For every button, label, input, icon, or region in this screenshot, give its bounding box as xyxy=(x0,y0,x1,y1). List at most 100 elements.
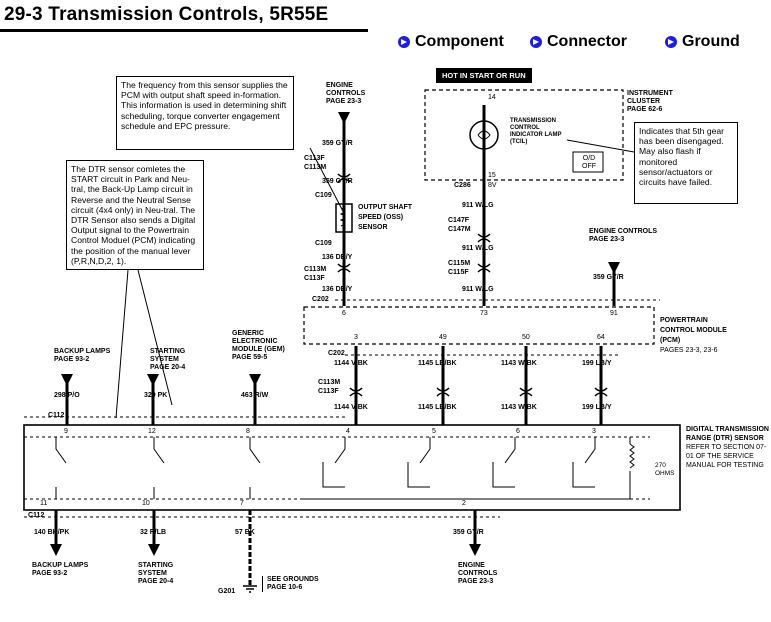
connector-c113[interactable]: C113M C113F xyxy=(304,265,326,283)
hot-label: HOT IN START OR RUN xyxy=(436,68,532,83)
circuit-label: 136 DB/Y xyxy=(322,254,353,261)
od-off-button[interactable]: O/D OFF xyxy=(582,155,596,170)
circuit-label: 199 LB/Y xyxy=(582,360,612,367)
engine-controls-bottom[interactable]: ENGINE CONTROLS PAGE 23-3 xyxy=(458,562,518,586)
legend-connector-label: Connector xyxy=(547,33,627,50)
connector-c286[interactable]: C286 xyxy=(454,182,471,189)
connector-label: C113M xyxy=(318,379,341,386)
legend-ground[interactable]: Ground xyxy=(665,33,740,51)
backup-lamps-top[interactable]: BACKUP LAMPS PAGE 93-2 xyxy=(54,348,114,364)
oss-label[interactable]: OUTPUT SHAFT SPEED (OSS) SENSOR xyxy=(358,204,413,231)
backup-lamps-bottom[interactable]: BACKUP LAMPS PAGE 93-2 xyxy=(32,562,92,578)
connector-label: C113F xyxy=(304,275,325,282)
pin-number: 9 xyxy=(64,428,68,435)
legend-component-label: Component xyxy=(415,33,504,50)
engine-controls-top[interactable]: ENGINE CONTROLS PAGE 23-3 xyxy=(326,82,386,106)
instrument-cluster[interactable]: INSTRUMENT CLUSTER PAGE 62-6 xyxy=(627,90,697,114)
pin-number: 11 xyxy=(40,500,48,507)
connector-label: C113F xyxy=(318,388,339,395)
connector-c113[interactable]: C113M C113F xyxy=(318,378,340,396)
gem[interactable]: GENERIC ELECTRONIC MODULE (GEM) PAGE 59-… xyxy=(232,330,292,362)
pin-number: 6 xyxy=(516,428,520,435)
pin-number: 3 xyxy=(592,428,596,435)
starting-system-top[interactable]: STARTING SYSTEM PAGE 20-4 xyxy=(150,348,210,372)
pin-number: 49 xyxy=(439,334,447,341)
legend-connector[interactable]: Connector xyxy=(530,33,627,51)
component-page: PAGE 20-4 xyxy=(138,578,174,585)
pcm[interactable]: POWERTRAIN CONTROL MODULE (PCM) PAGES 23… xyxy=(660,316,730,356)
connector-c112[interactable]: C112 xyxy=(28,512,45,519)
connector-c115[interactable]: C115M C115F xyxy=(448,259,470,277)
circuit-label: 1143 W/BK xyxy=(501,404,537,411)
oss-note: The frequency from this sensor supplies … xyxy=(116,76,294,150)
component-name: GENERIC ELECTRONIC MODULE (GEM) xyxy=(232,330,285,353)
see-grounds[interactable]: SEE GROUNDS PAGE 10-6 xyxy=(262,576,337,592)
component-name: STARTING SYSTEM xyxy=(138,562,174,577)
pin-number: 15 xyxy=(488,172,496,179)
pin-number: 5 xyxy=(432,428,436,435)
circuit-label: 911 W/LG xyxy=(462,286,494,293)
circuit-label: 57 BK xyxy=(235,529,255,536)
circuit-label: 359 GY/R xyxy=(322,140,353,147)
circuit-label: 911 W/LG xyxy=(462,245,494,252)
component-name: POWERTRAIN CONTROL MODULE (PCM) xyxy=(660,317,727,344)
component-page: PAGE 23-3 xyxy=(458,578,494,585)
tcil-label: TRANSMISSION CONTROL INDICATOR LAMP (TCI… xyxy=(510,118,562,145)
connector-c202[interactable]: C202 xyxy=(312,296,329,303)
component-ref: REFER TO SECTION 07-01 OF THE SERVICE MA… xyxy=(686,444,767,469)
dtr-sensor[interactable]: DIGITAL TRANSMISSION RANGE (DTR) SENSOR … xyxy=(686,425,770,470)
connector-c202[interactable]: C202 xyxy=(328,350,345,357)
component-name: ENGINE CONTROLS xyxy=(326,82,366,97)
circuit-label: 140 BK/PK xyxy=(34,529,70,536)
connector-label: C147M xyxy=(448,226,471,233)
pin-number: 50 xyxy=(522,334,530,341)
engine-controls-right[interactable]: ENGINE CONTROLS PAGE 23-3 xyxy=(589,228,659,244)
pin-number: 2 xyxy=(462,500,466,507)
resistor-label: 270 OHMS xyxy=(655,462,675,477)
pin-number: 73 xyxy=(480,310,488,317)
component-page: PAGES 23-3, 23-6 xyxy=(660,347,718,354)
pin-number: 64 xyxy=(597,334,605,341)
tcil-note: Indicates that 5th gear has been disenga… xyxy=(634,122,738,204)
component-page: PAGE 93-2 xyxy=(32,570,68,577)
ground-g201[interactable]: G201 xyxy=(218,588,236,595)
legend-ground-label: Ground xyxy=(682,33,740,50)
circuit-label: 1143 W/BK xyxy=(501,360,537,367)
circuit-label: 359 GY/R xyxy=(322,178,353,185)
connector-c147[interactable]: C147F C147M xyxy=(448,216,471,234)
component-page: PAGE 10-6 xyxy=(267,584,303,591)
title-underline xyxy=(0,29,368,32)
arrow-circle-icon xyxy=(398,36,410,48)
circuit-label: 1144 V/BK xyxy=(334,360,368,367)
connector-label: C113M xyxy=(304,266,327,273)
component-name: BACKUP LAMPS xyxy=(32,562,89,569)
pin-number: 4 xyxy=(346,428,350,435)
connector-c109[interactable]: C109 xyxy=(315,240,332,247)
connector-c109[interactable]: C109 xyxy=(315,192,332,199)
pin-number: 91 xyxy=(610,310,618,317)
pin-number: 10 xyxy=(142,500,150,507)
arrow-circle-icon xyxy=(530,36,542,48)
circuit-label: 1144 V/BK xyxy=(334,404,368,411)
circuit-label: 911 W/LG xyxy=(462,202,494,209)
component-name: STARTING SYSTEM xyxy=(150,348,186,363)
connector-label: C113F xyxy=(304,155,325,162)
connector-c112[interactable]: C112 xyxy=(48,412,65,419)
circuit-label: 136 DB/Y xyxy=(322,286,353,293)
legend-component[interactable]: Component xyxy=(398,33,504,51)
component-page: PAGE 59-5 xyxy=(232,354,268,361)
component-name: DIGITAL TRANSMISSION RANGE (DTR) SENSOR xyxy=(686,426,769,442)
component-name: INSTRUMENT CLUSTER xyxy=(627,90,673,105)
circuit-label: 463 R/W xyxy=(241,392,269,399)
pin-number: 8V xyxy=(488,182,497,189)
pin-number: 8 xyxy=(246,428,250,435)
connector-label: C147F xyxy=(448,217,470,224)
pin-number: 12 xyxy=(148,428,156,435)
circuit-label: 1145 LB/BK xyxy=(418,360,457,367)
component-page: PAGE 23-3 xyxy=(589,236,625,243)
component-page: PAGE 62-6 xyxy=(627,106,663,113)
starting-system-bottom[interactable]: STARTING SYSTEM PAGE 20-4 xyxy=(138,562,198,586)
pin-number: 7 xyxy=(240,500,244,507)
connector-c113[interactable]: C113F C113M xyxy=(304,154,326,172)
